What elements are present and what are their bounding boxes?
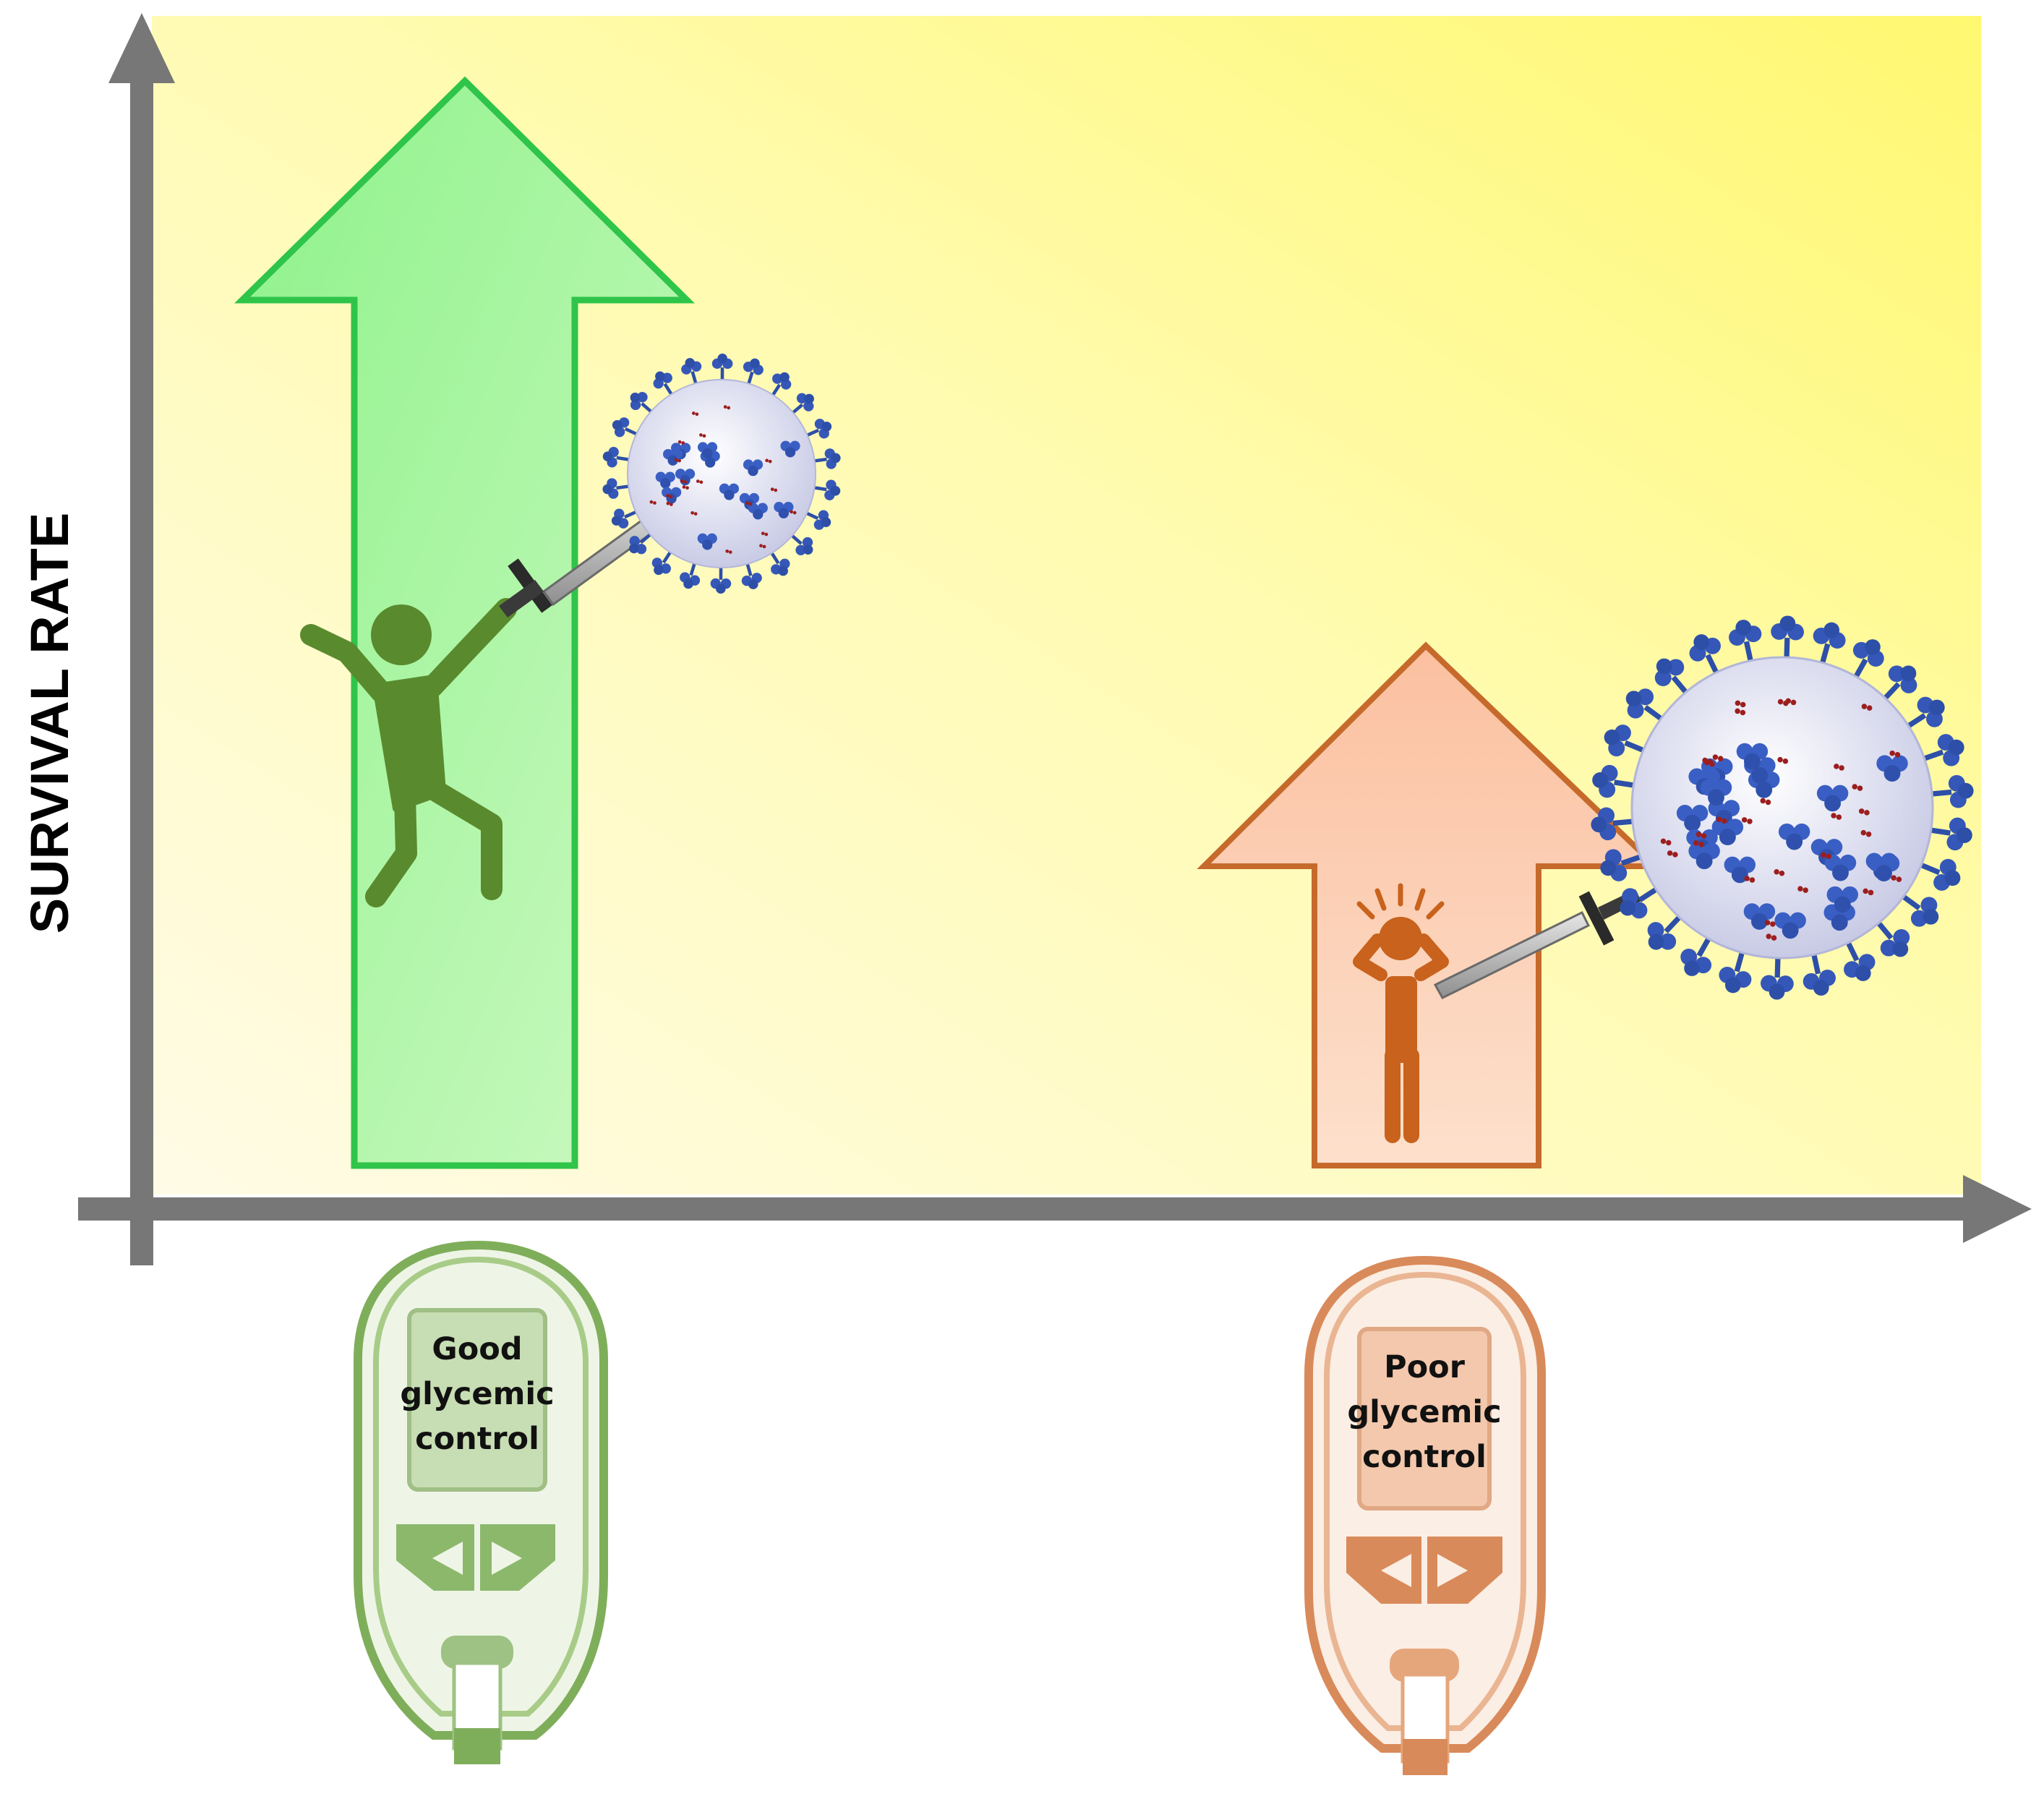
y-axis-title: SURVIVAL RATE bbox=[20, 513, 80, 934]
meter-line-3: control bbox=[415, 1421, 539, 1457]
meter-line-3: control bbox=[1362, 1439, 1487, 1475]
meter-line-2: glycemic bbox=[1347, 1394, 1501, 1430]
good-survival-arrow bbox=[234, 76, 695, 1169]
x-axis bbox=[78, 1175, 2032, 1243]
left-arrow-icon bbox=[432, 1542, 463, 1575]
y-axis bbox=[108, 13, 175, 1265]
left-arrow-icon bbox=[1381, 1554, 1411, 1587]
glucose-meter-good: Good glycemic control bbox=[354, 1240, 608, 1764]
right-arrow-icon bbox=[492, 1542, 522, 1575]
virus-icon bbox=[602, 353, 841, 594]
right-arrow-icon bbox=[1437, 1554, 1468, 1587]
virus-icon bbox=[1591, 615, 1974, 1000]
glucose-meter-poor: Poor glycemic control bbox=[1304, 1255, 1546, 1775]
meter-line-1: Good bbox=[432, 1331, 522, 1367]
sword-icon bbox=[1433, 889, 1641, 999]
meter-line-1: Poor bbox=[1384, 1349, 1466, 1385]
person-icon bbox=[300, 598, 517, 907]
person-icon bbox=[1353, 883, 1449, 1143]
meter-line-2: glycemic bbox=[400, 1376, 554, 1412]
poor-survival-arrow bbox=[1197, 641, 1663, 1168]
